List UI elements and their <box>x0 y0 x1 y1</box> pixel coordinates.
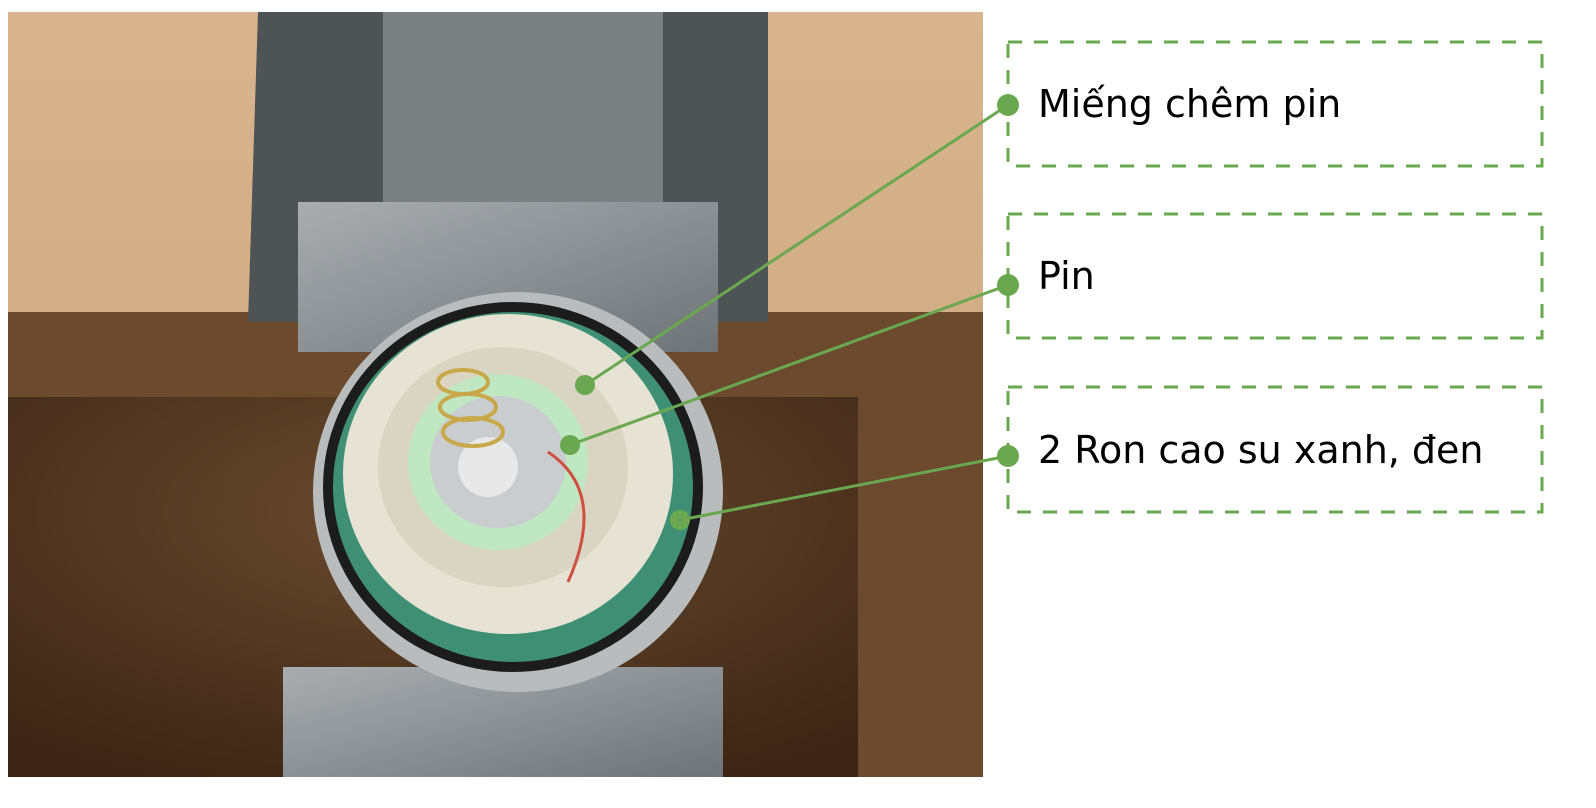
device-photo <box>8 12 983 777</box>
label-box-gaskets: 2 Ron cao su xanh, đen <box>1008 387 1542 512</box>
label-gaskets: 2 Ron cao su xanh, đen <box>1038 427 1484 472</box>
label-battery: Pin <box>1038 254 1095 298</box>
label-shim: Miếng chêm pin <box>1038 82 1342 126</box>
battery-housing <box>313 292 723 692</box>
label-box-shim: Miếng chêm pin <box>1008 42 1542 166</box>
label-box-battery: Pin <box>1008 214 1542 338</box>
